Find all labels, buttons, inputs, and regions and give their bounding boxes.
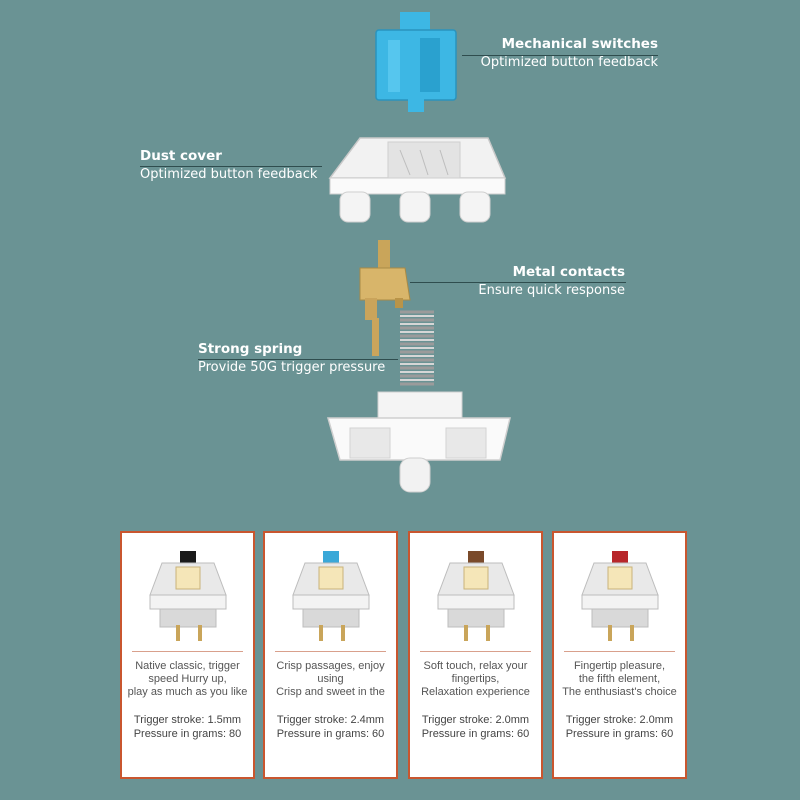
exploded-view (327, 12, 511, 493)
dust-cover-callout: Dust cover Optimized button feedback (140, 147, 317, 185)
blue-switch-image (292, 551, 370, 641)
switch-specs: Trigger stroke: 1.5mm Pressure in grams:… (124, 713, 251, 741)
pressure-grams: Pressure in grams: 60 (276, 728, 385, 740)
red-switch-image (581, 551, 659, 641)
desc-line: speed Hurry up, (148, 673, 227, 685)
trigger-stroke: Trigger stroke: 2.0mm (421, 714, 530, 726)
mechanical-leader-line (462, 55, 658, 56)
callout-subtitle: Optimized button feedback (140, 167, 318, 182)
spring-part (400, 310, 434, 386)
pressure-grams: Pressure in grams: 60 (421, 728, 530, 740)
desc-line: Relaxation experience (421, 686, 530, 698)
trigger-stroke: Trigger stroke: 1.5mm (133, 714, 242, 726)
switch-stem (468, 551, 484, 565)
desc-line: Crisp and sweet in the (276, 686, 385, 698)
desc-line: The enthusiast's choice (562, 686, 677, 698)
switch-specs: Trigger stroke: 2.4mm Pressure in grams:… (267, 713, 394, 741)
switch-stem (612, 551, 628, 565)
switch-specs: Trigger stroke: 2.0mm Pressure in grams:… (412, 713, 539, 741)
pressure-grams: Pressure in grams: 60 (565, 728, 674, 740)
desc-line: Soft touch, relax your (423, 660, 528, 672)
callout-title: Mechanical switches (501, 36, 658, 52)
trigger-stroke: Trigger stroke: 2.4mm (276, 714, 385, 726)
desc-line: Fingertip pleasure, (573, 660, 666, 672)
black-switch-image (149, 551, 227, 641)
desc-line: Crisp passages, enjoy (276, 660, 385, 672)
callout-subtitle: Optimized button feedback (480, 55, 658, 70)
desc-line: Native classic, trigger (135, 660, 240, 672)
callout-title: Dust cover (140, 148, 222, 164)
desc-line: using (317, 673, 344, 685)
switch-description: Native classic, trigger speed Hurry up, … (124, 660, 251, 699)
switch-description: Crisp passages, enjoy using Crisp and sw… (267, 660, 394, 699)
strong-spring-callout: Strong spring Provide 50G trigger pressu… (198, 340, 385, 378)
switch-specs: Trigger stroke: 2.0mm Pressure in grams:… (556, 713, 683, 741)
desc-line: the fifth element, (578, 673, 661, 685)
metal-contacts-leader-line (410, 282, 626, 283)
switch-card-red: Fingertip pleasure, the fifth element, T… (552, 531, 687, 779)
card-divider (275, 651, 386, 652)
switch-card-black: Native classic, trigger speed Hurry up, … (120, 531, 255, 779)
callout-title: Strong spring (198, 341, 303, 357)
switch-card-brown: Soft touch, relax your fingertips, Relax… (408, 531, 543, 779)
callout-subtitle: Provide 50G trigger pressure (198, 360, 386, 375)
card-divider (132, 651, 243, 652)
switch-description: Soft touch, relax your fingertips, Relax… (412, 660, 539, 699)
callout-title: Metal contacts (512, 264, 625, 280)
pressure-grams: Pressure in grams: 80 (133, 728, 242, 740)
card-divider (420, 651, 531, 652)
metal-contacts-part (359, 240, 411, 356)
switch-card-blue: Crisp passages, enjoy using Crisp and sw… (263, 531, 398, 779)
dust-cover-leader-line (140, 166, 322, 167)
switch-description: Fingertip pleasure, the fifth element, T… (556, 660, 683, 699)
mechanical-switches-callout: Mechanical switches Optimized button fee… (481, 35, 658, 73)
strong-spring-leader-line (198, 359, 398, 360)
bottom-housing-part (327, 391, 511, 493)
switch-stem (323, 551, 339, 565)
card-divider (564, 651, 675, 652)
desc-line: play as much as you like (127, 686, 248, 698)
brown-switch-image (437, 551, 515, 641)
callout-subtitle: Ensure quick response (478, 283, 625, 298)
blue-stem-part (375, 12, 457, 112)
dust-cover-part (328, 137, 507, 223)
switch-stem (180, 551, 196, 565)
desc-line: fingertips, (451, 673, 500, 685)
metal-contacts-callout: Metal contacts Ensure quick response (478, 263, 625, 301)
trigger-stroke: Trigger stroke: 2.0mm (565, 714, 674, 726)
